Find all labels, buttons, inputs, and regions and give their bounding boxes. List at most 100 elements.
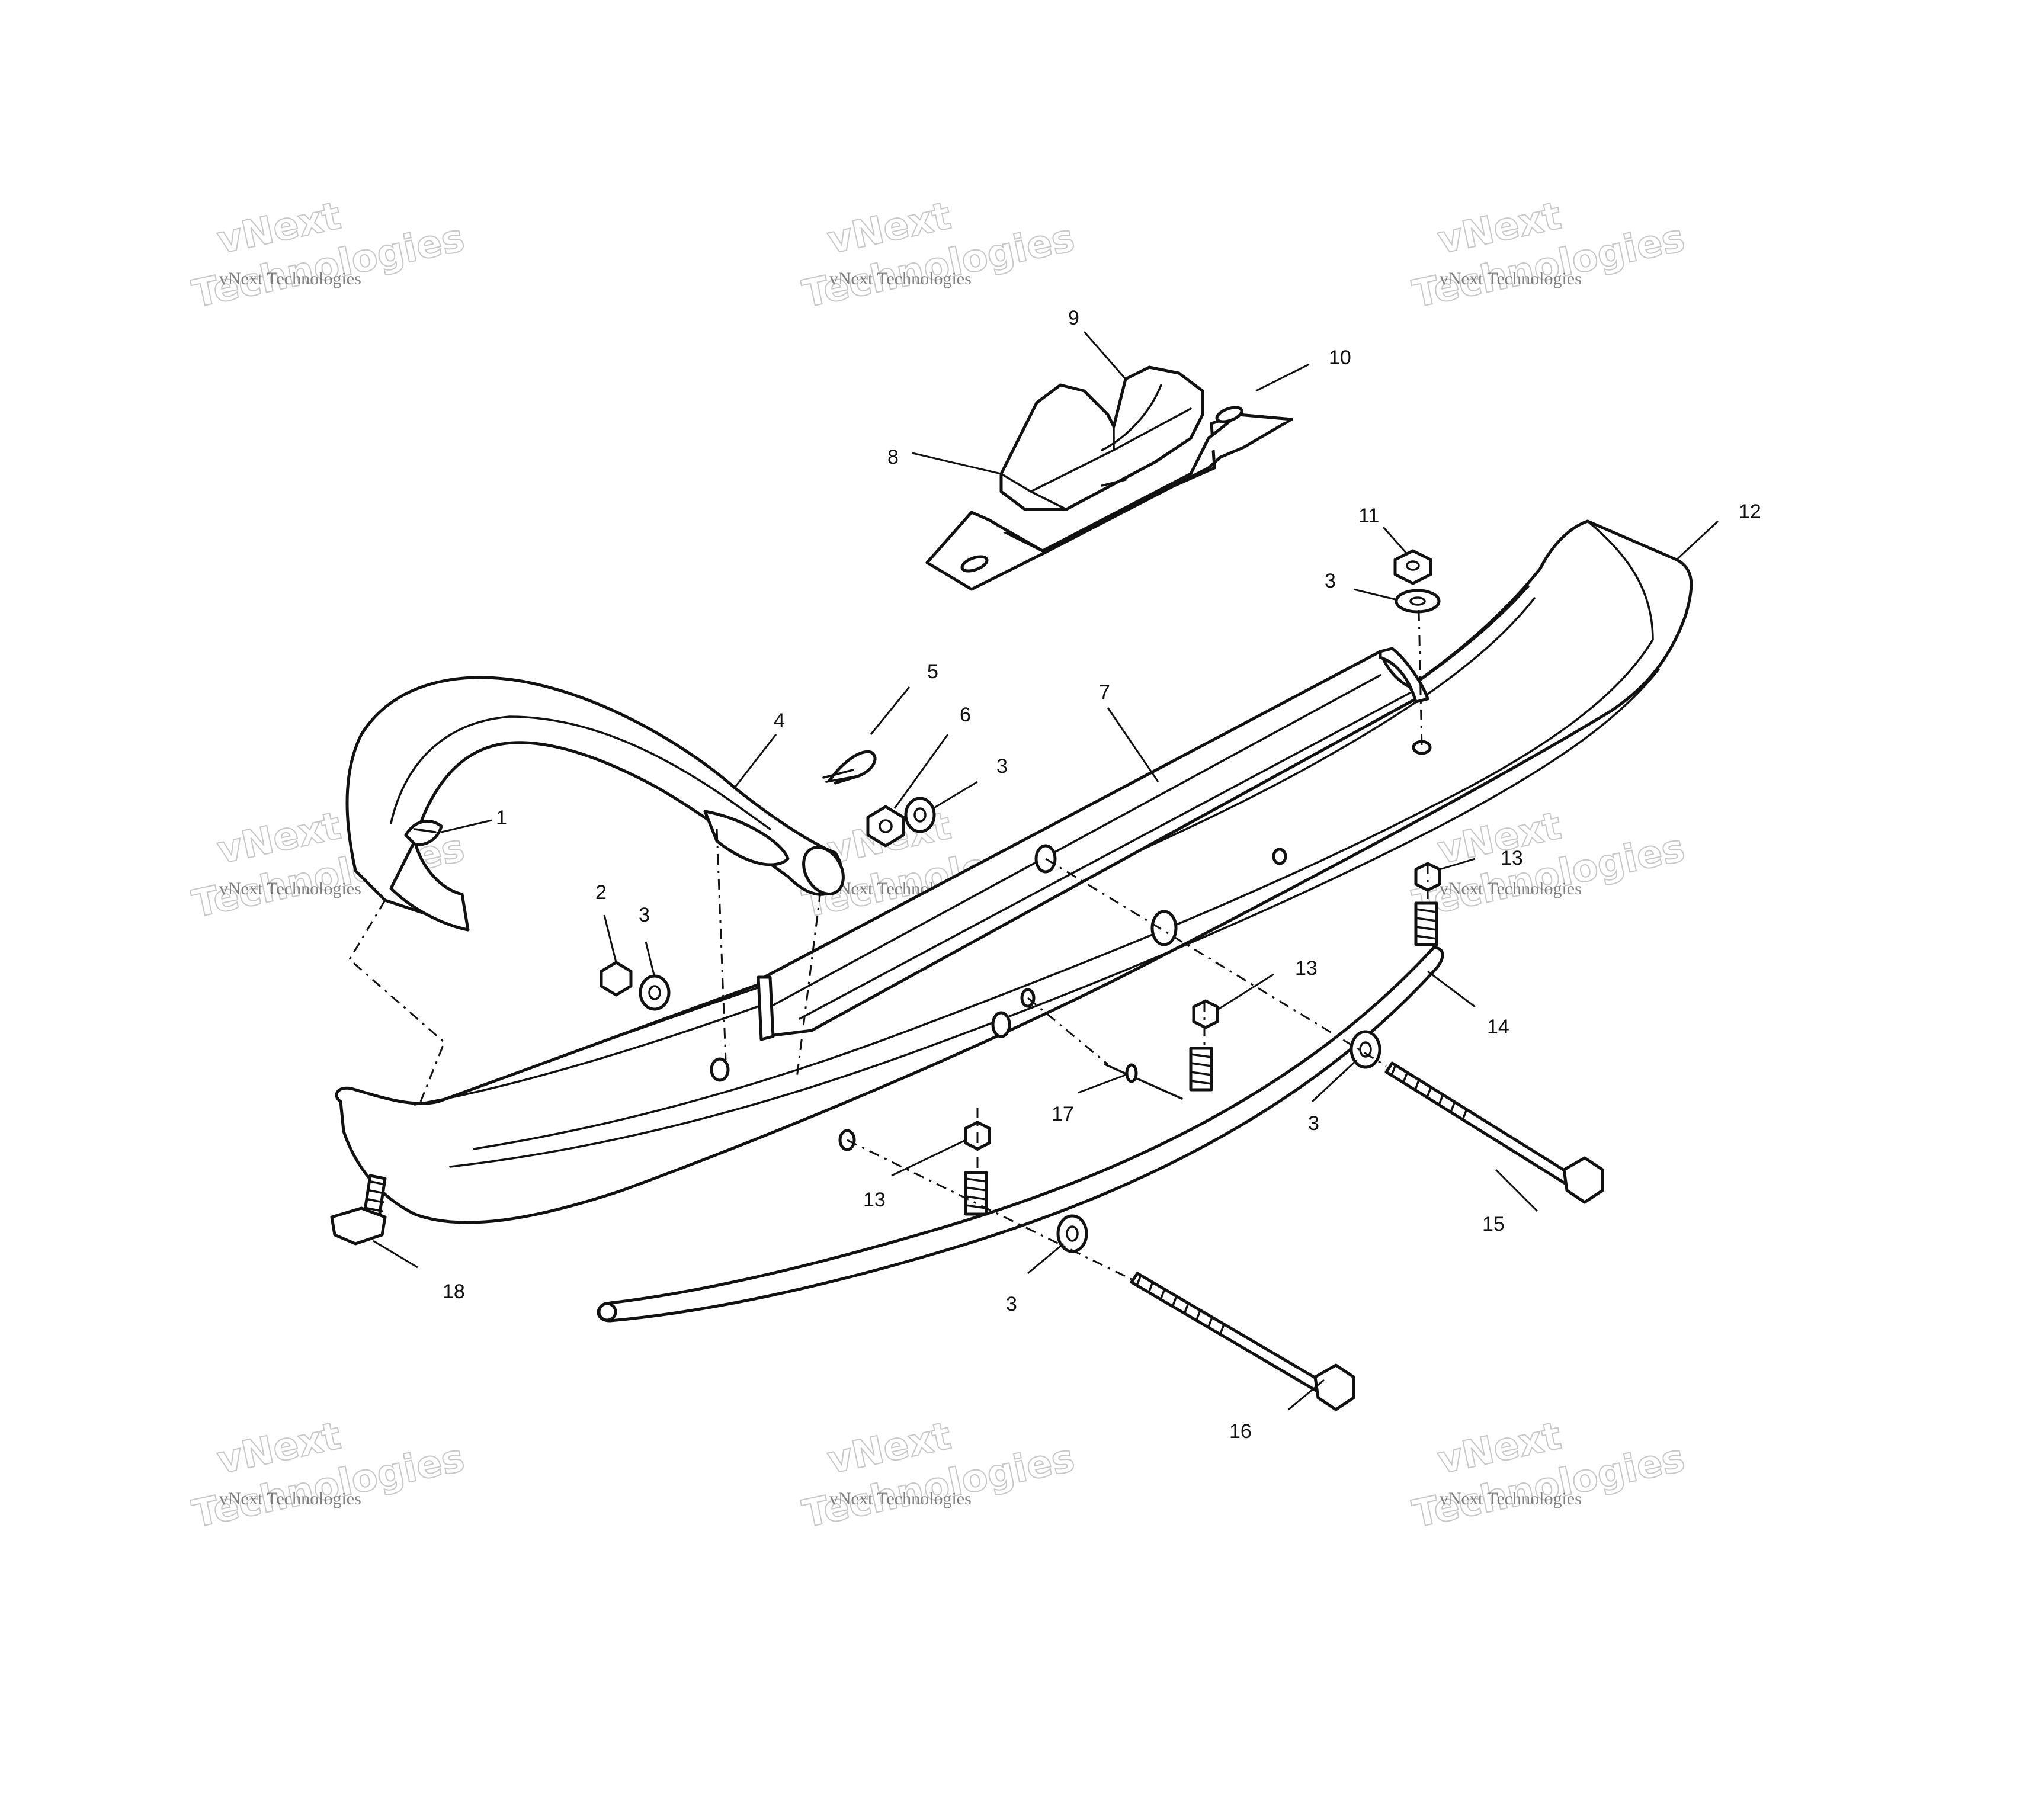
watermark-text: vNext Technologies [1440,1489,1582,1508]
watermark: vNext Technologies vNext Technologies [798,1414,1079,1537]
callout-13-rear: 13 [1501,847,1523,869]
ski-channel-inner [769,674,1411,1020]
leader-15 [1495,1169,1538,1212]
watermark-text: vNext Technologies [219,1489,361,1508]
leader-13-front [891,1139,966,1177]
leader-3-spindle [932,781,978,810]
callout-3-left: 3 [639,904,650,926]
stud-threads [964,908,1438,1209]
ski-loop-end [802,846,845,895]
assembly-lines [348,609,1429,1280]
ski-channel-front-wall [757,975,775,1041]
wear-bar-end [597,1302,617,1322]
bolt-16 [1130,1272,1355,1411]
washer-3-spindle-left-hole [648,985,661,1000]
watermark: vNext Technologies vNext Technologies [1408,194,1689,317]
callout-18: 18 [443,1280,465,1303]
bolt-16-head [1313,1363,1355,1411]
cotter-pin-legs [822,769,860,783]
ski-channel-rear-wall [1379,647,1429,704]
fastener-detail [414,828,437,833]
ski-side-rib-lower [449,668,1660,1168]
cotter-pin-loop [828,750,877,785]
bolt-15 [1384,1061,1604,1204]
bolt-15-shank [1384,1061,1575,1186]
watermark: vNext Technologies vNext Technologies [798,194,1079,317]
bolt-16-threads [1136,1275,1225,1335]
callout-13-front: 13 [863,1189,886,1211]
leader-13-rear [1439,858,1476,871]
pin-17-shaft [1104,1063,1183,1100]
leader-3-left [645,941,656,978]
assembly-line-pin17 [1027,997,1108,1065]
callout-3-top: 3 [1325,570,1336,592]
callout-2: 2 [595,881,607,904]
callout-3-spindle: 3 [996,755,1008,778]
ski-loop-inner-edge [390,715,771,830]
leader-7 [1107,707,1159,782]
ski-nose-edge [1586,520,1654,641]
nut-11 [1393,549,1432,585]
ski-hole-rear [1150,910,1178,946]
callout-10: 10 [1329,346,1351,369]
callout-12: 12 [1739,500,1761,523]
washer-3-bolt16-hole [1066,1225,1079,1242]
watermark-text: vNext Technologies [219,879,361,898]
cotter-pin [822,750,877,785]
callout-3-bolt15: 3 [1308,1112,1319,1135]
assembly-line-loop-left [348,900,445,1102]
watermark: vNext Technologies vNext Technologies [188,1414,469,1537]
callout-5: 5 [927,660,938,683]
nut-6-hole [879,819,893,833]
wear-bar-stud-rear [1414,901,1438,946]
callout-7: 7 [1099,681,1110,704]
leader-1 [441,819,492,833]
part-17-pin [1104,1063,1183,1100]
leader-16 [1288,1379,1325,1411]
callout-15: 15 [1482,1213,1505,1235]
pin-17-head [1125,1063,1138,1083]
washer-3-top [1395,589,1441,614]
callout-3-bolt16: 3 [1006,1293,1017,1315]
nut-11-hole [1406,560,1420,571]
assembly-line-bolt16 [847,1139,1132,1280]
watermark-text: vNext Technologies [219,269,361,288]
leader-2 [603,914,617,963]
bolts [330,1061,1604,1411]
ski-side-rib-upper [473,638,1654,1150]
watermark: vNext Technologies vNext Technologies [188,194,469,317]
callout-17: 17 [1052,1103,1074,1125]
callout-8: 8 [887,446,899,468]
washer-3-spindle-right [904,797,936,833]
bolt-18 [330,1174,387,1246]
leader-4 [733,734,777,788]
bolt-15-head [1562,1156,1604,1204]
watermark: vNext Technologies vNext Technologies [1408,1414,1689,1537]
bolt-16-shank [1130,1272,1326,1394]
wear-bar-body [597,946,1444,1323]
leader-3-top [1353,588,1396,601]
ski-body-outline [335,519,1693,1224]
bolt-18-threads [366,1180,386,1212]
nut-13-mid [1192,999,1219,1029]
ski-hole-front-upper [710,1057,730,1082]
bumper-block-ridge [1000,407,1192,511]
callout-13-mid: 13 [1295,957,1318,980]
washer-3-bolt16 [1056,1214,1088,1253]
wear-bar-nuts [964,862,1441,1151]
nut-6 [866,805,905,848]
ski-loop-fastener [404,820,443,846]
ski-hole-rear-small [1272,848,1287,865]
leader-12 [1675,520,1719,561]
fastener-body [404,820,443,846]
callout-labels: 1 2 3 4 5 6 3 7 8 9 10 11 3 12 13 13 14 … [443,307,1761,1443]
leader-17 [1078,1074,1126,1094]
bumper-block-groove [1101,384,1162,451]
leader-lines [373,331,1719,1411]
wear-bar-stud-mid [1189,1047,1213,1092]
saddle-slot-rear [1215,406,1243,423]
wear-bar [597,901,1444,1323]
watermark-text: vNext Technologies [829,1489,972,1508]
